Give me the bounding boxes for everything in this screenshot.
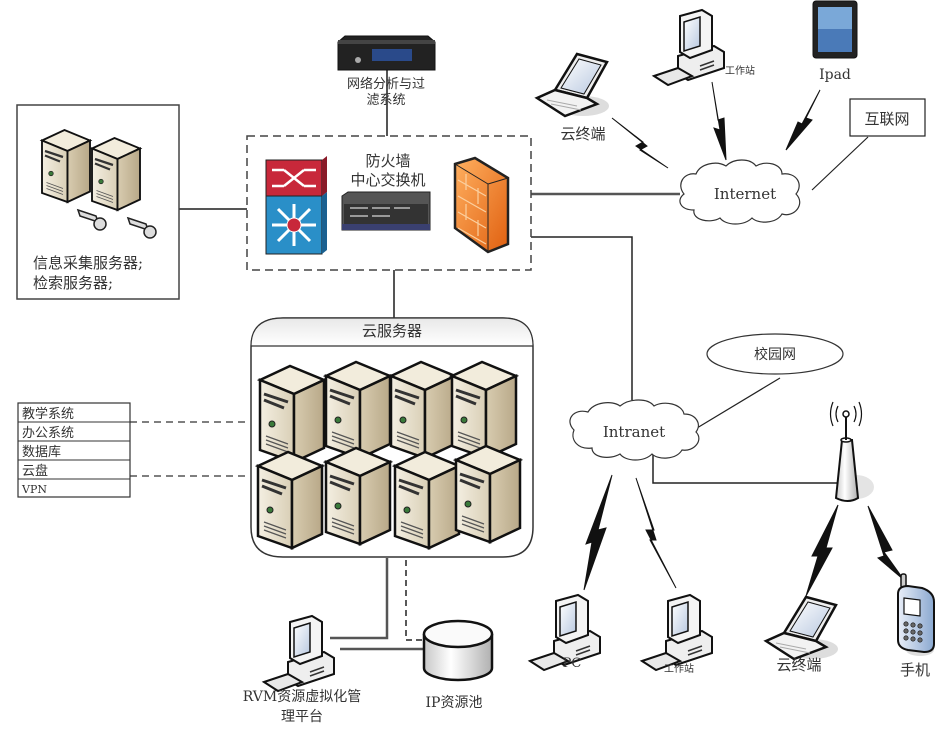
core-network-group[interactable]: 防火墙 中心交换机 [246,135,532,271]
top-workstation[interactable]: 工作站 [653,9,755,86]
core-switch-icon [265,156,327,255]
rvm-platform[interactable]: RVM资源虚拟化管 理平台 [243,615,362,725]
bottom-cloud-terminal[interactable]: 云终端 [764,595,840,674]
wireless-links [583,81,905,597]
network-analysis-device[interactable]: 网络分析与过 滤系统 [337,35,436,108]
core-chassis-icon [341,191,431,231]
key-icon [76,208,157,239]
rvm-label-1: RVM资源虚拟化管 [243,689,362,705]
intranet-label: Intranet [603,423,665,441]
ipad-label: Ipad [819,67,851,83]
campus-network-label: 校园网 [754,346,796,363]
wireless-link-ap-laptop [805,504,839,597]
rvm-label-2: 理平台 [281,709,323,725]
wireless-link-intranet-pc [583,474,613,591]
bottom-pc[interactable]: PC [529,594,601,671]
collector-label-1: 信息采集服务器; [33,254,143,272]
link-core-intranet [531,236,633,400]
server-icon [450,360,518,460]
analysis-label-2: 滤系统 [366,93,405,108]
service-item: VPN [21,483,47,496]
wireless-link-ap-phone [867,505,905,581]
top-cloud-terminal[interactable]: 云终端 [535,52,611,143]
bottom-laptop-label: 云终端 [776,656,821,674]
phone-label: 手机 [900,661,930,679]
wireless-link-ipad-internet [785,89,821,151]
server-icon [393,450,461,550]
server-icon [40,128,92,204]
collector-servers-box[interactable]: 信息采集服务器; 检索服务器; [16,104,180,300]
service-item: 数据库 [22,444,61,460]
service-item: 办公系统 [22,426,74,441]
ipad-device[interactable]: Ipad [812,0,858,83]
desktop-pc-icon [653,9,725,86]
services-list: 教学系统 办公系统 数据库 云盘 VPN [17,402,131,498]
laptop-icon [535,52,611,118]
link-cloud-ippool [405,560,424,641]
core-label-1: 防火墙 [365,152,410,170]
internet-box[interactable]: 互联网 [849,98,926,137]
service-item: 云盘 [22,463,48,479]
server-icon [90,136,142,212]
wireless-access-point[interactable] [829,401,875,502]
link-cloud-rvm [330,558,389,640]
service-item: 教学系统 [22,406,74,422]
top-laptop-label: 云终端 [560,125,605,143]
firewall-icon [453,156,510,254]
server-icon [454,444,522,544]
desktop-pc-icon [263,615,335,692]
link-intranet-ap [652,448,842,484]
pc-label: PC [563,656,582,671]
wireless-link-workstation-internet [711,81,727,161]
connections [130,67,869,651]
wireless-link-laptop-internet [611,117,669,169]
internet-box-label: 互联网 [864,110,909,128]
desktop-pc-icon [641,594,713,671]
campus-network[interactable]: 校园网 [706,333,844,375]
cloud-server-title: 云服务器 [362,322,422,340]
server-icon [324,360,392,460]
server-icon [324,446,392,546]
ip-resource-pool[interactable]: IP资源池 [422,619,494,711]
intranet-cloud[interactable]: Intranet [569,399,700,461]
analysis-label-1: 网络分析与过 [347,76,425,92]
bottom-workstation[interactable]: 工作站 [641,594,713,675]
link-internet-box [811,136,869,191]
laptop-icon [764,595,840,661]
ip-pool-label: IP资源池 [426,695,483,711]
link-intranet-campus [696,377,781,429]
server-icon [389,360,457,460]
bottom-workstation-label: 工作站 [664,662,694,675]
mobile-phone[interactable]: 手机 [897,573,935,679]
cloud-server-group[interactable]: 云服务器 [250,317,534,558]
core-label-2: 中心交换机 [350,171,425,189]
collector-label-2: 检索服务器; [33,274,113,292]
server-icon [258,364,326,464]
top-workstation-label: 工作站 [725,64,755,77]
wireless-link-intranet-workstation [635,477,677,589]
internet-cloud[interactable]: Internet [679,159,801,225]
server-icon [256,450,324,550]
internet-label: Internet [714,185,776,203]
